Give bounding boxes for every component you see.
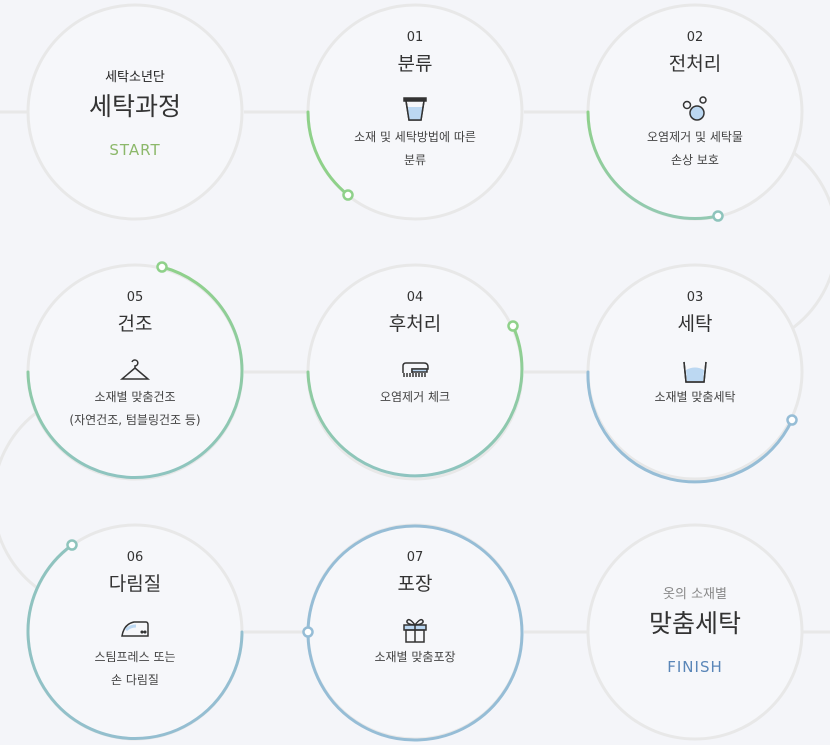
finish-subtitle: 옷의 소재별 [663,587,727,602]
step-02-label: 02 전처리 오염제거 및 세탁물 손상 보호 [585,30,805,172]
step-07-number: 07 [406,550,424,565]
brush-icon [402,362,429,377]
step-07-arc [306,524,524,742]
step-02-marker [712,210,724,222]
start-circle [26,3,244,221]
step-06-arc [26,543,244,740]
connector-lines [0,110,830,634]
finish-circle [586,523,804,741]
step-01-marker [342,189,354,201]
wash-tub-icon [683,361,707,383]
step-04-desc-line1: 오염제거 체크 [379,390,451,404]
step-05-arc [26,265,244,479]
step-02-number: 02 [686,30,704,45]
start-title: 세탁과정 [88,92,181,121]
step-05-title: 건조 [117,313,153,335]
start-subtitle: 세탁소년단 [105,70,165,85]
step-04-number: 04 [406,290,424,305]
step-03-marker [786,414,798,426]
step-04-arc [306,324,524,478]
step-05-number: 05 [126,290,144,305]
finish-label: 옷의 소재별 맞춤세탁 FINISH [585,583,805,676]
step-07-desc-line1: 소재별 맞춤포장 [374,650,456,664]
step-01-label: 01 분류 소재 및 세탁방법에 따른 분류 [305,30,525,172]
step-05-marker [156,261,168,273]
step-06-desc-line1: 스팀프레스 또는 [94,650,176,664]
step-02-desc-line1: 오염제거 및 세탁물 [647,130,743,144]
step-06-label: 06 다림질 스팀프레스 또는 손 다림질 [25,550,245,692]
step-01-desc-line1: 소재 및 세탁방법에 따른 [354,130,476,144]
step-03-arc [586,370,794,484]
step-05-desc-line1: 소재별 맞춤건조 [94,390,176,404]
finish-tag: FINISH [667,658,723,676]
iron-icon [121,621,149,637]
step-07-label: 07 포장 소재별 맞춤포장 [305,550,525,669]
step-04-marker [507,320,519,332]
step-01-title: 분류 [397,53,433,75]
step-07-title: 포장 [397,573,433,595]
step-04-label: 04 후처리 오염제거 체크 [305,290,525,409]
step-05-label: 05 건조 소재별 맞춤건조 (자연건조, 텀블링건조 등) [25,290,245,432]
step-07-marker [302,626,314,638]
step-04-title: 후처리 [388,313,442,335]
step-06-title: 다림질 [108,573,162,595]
step-01-desc-line2: 분류 [403,153,427,167]
step-06-number: 06 [126,550,144,565]
gift-icon [403,618,427,643]
step-03-title: 세탁 [677,313,713,335]
step-02-title: 전처리 [668,53,722,75]
step-06-marker [66,539,78,551]
step-03-number: 03 [686,290,704,305]
step-03-desc-line1: 소재별 맞춤세탁 [654,390,736,404]
step-06-desc-line2: 손 다림질 [111,673,159,687]
start-label: 세탁소년단 세탁과정 START [25,66,245,159]
step-05-desc-line2: (자연건조, 텀블링건조 등) [69,413,201,427]
step-03-label: 03 세탁 소재별 맞춤세탁 [585,290,805,409]
bucket-icon [403,97,427,121]
bubbles-icon [682,96,707,121]
hanger-icon [119,359,151,380]
finish-title: 맞춤세탁 [648,609,741,638]
step-02-arc [586,110,720,220]
step-01-arc [306,110,350,197]
step-01-number: 01 [406,30,424,45]
step-02-desc-line2: 손상 보호 [671,153,719,167]
start-tag: START [109,141,161,159]
